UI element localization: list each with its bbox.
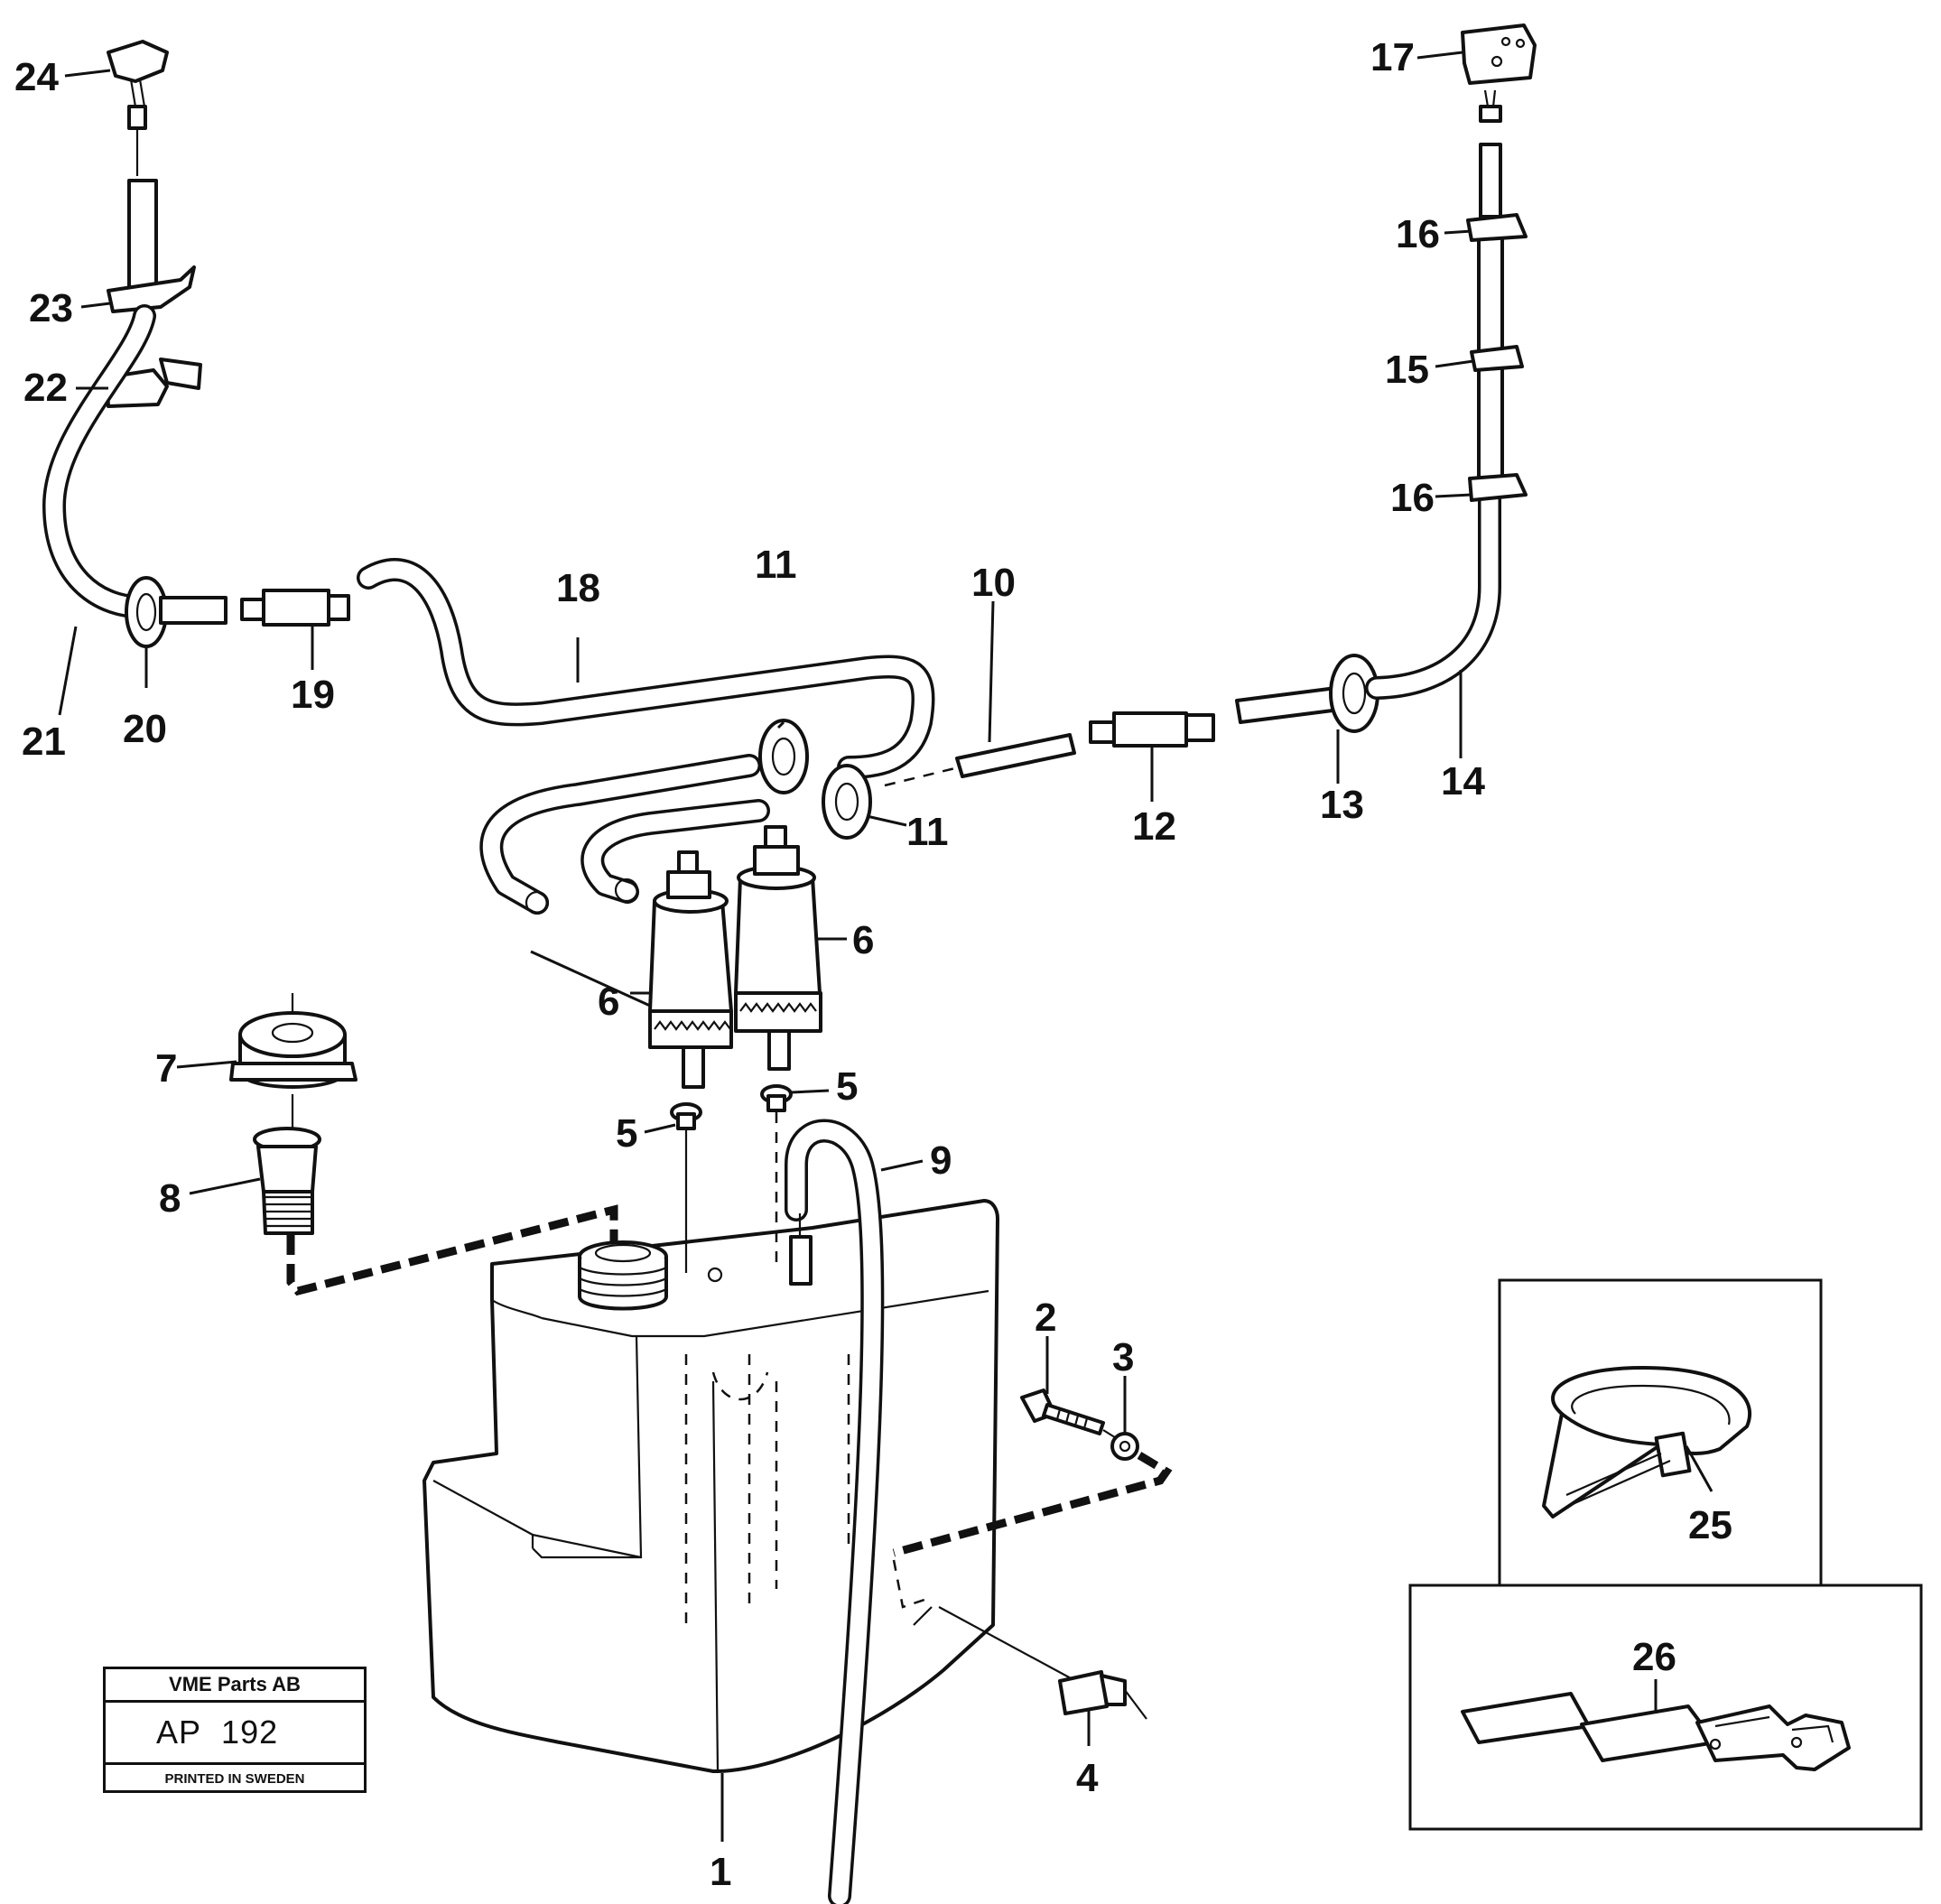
stamp-printed: PRINTED IN SWEDEN: [164, 1771, 305, 1787]
inset-cable-tie: [1498, 1278, 1823, 1587]
label-19: 19: [291, 673, 335, 717]
connector-12: [1089, 711, 1215, 748]
pump-6-right: [734, 825, 822, 1071]
label-9: 9: [930, 1138, 952, 1183]
stamp-company: VME Parts AB: [106, 1669, 364, 1703]
clip-16-lower: [1468, 473, 1528, 502]
callout-labels: 24 17 16 15 16 23 22 21 20 19 18 11 11 1…: [14, 35, 1732, 1894]
label-21: 21: [22, 720, 66, 764]
label-13: 13: [1320, 783, 1364, 827]
stamp-code-number: 192: [221, 1714, 279, 1751]
tube-10: [955, 733, 1076, 778]
cap-7: [229, 1011, 358, 1089]
tube-upper-left: [127, 179, 158, 291]
strap-26: [1461, 1692, 1851, 1771]
label-14: 14: [1441, 759, 1485, 803]
strainer-8: [253, 1127, 321, 1235]
screw-2: [1020, 1389, 1105, 1435]
label-7: 7: [155, 1046, 177, 1091]
inset-strap: [1408, 1584, 1923, 1831]
label-5-right: 5: [836, 1064, 858, 1109]
label-12: 12: [1132, 804, 1176, 849]
nozzle-17: [1461, 23, 1537, 85]
cable-tie-25: [1542, 1366, 1752, 1519]
label-26: 26: [1632, 1635, 1676, 1679]
label-2: 2: [1035, 1296, 1056, 1340]
label-22: 22: [23, 366, 68, 410]
label-1: 1: [710, 1850, 731, 1894]
stamp-code: AP 192: [106, 1703, 364, 1765]
label-10: 10: [971, 561, 1016, 605]
pump-6-left: [648, 850, 733, 1089]
label-23: 23: [29, 286, 73, 330]
label-18: 18: [556, 566, 600, 610]
clip-15: [1470, 345, 1524, 372]
tank-1: [423, 1199, 999, 1773]
leader-lines: [58, 51, 1713, 1842]
label-8: 8: [159, 1176, 181, 1221]
clip-23: [107, 265, 196, 313]
stamp-code-prefix: AP: [156, 1714, 202, 1751]
connector-19: [240, 589, 350, 627]
clip-16-upper: [1466, 213, 1528, 242]
seal-5-left: [670, 1102, 702, 1130]
label-3: 3: [1112, 1335, 1134, 1379]
label-20: 20: [123, 707, 167, 751]
clip-4: [1058, 1670, 1147, 1720]
label-15: 15: [1385, 348, 1429, 392]
label-11-lower: 11: [906, 810, 949, 854]
label-5-left: 5: [616, 1111, 637, 1156]
label-6-left: 6: [598, 980, 619, 1024]
document-stamp: VME Parts AB AP 192 PRINTED IN SWEDEN: [103, 1667, 367, 1793]
washer-3: [1110, 1432, 1139, 1461]
label-24: 24: [14, 55, 59, 99]
label-11-upper: 11: [755, 543, 797, 587]
nozzle-24: [107, 40, 169, 83]
label-16-upper: 16: [1396, 212, 1440, 256]
tube-13: [1235, 686, 1342, 724]
label-16-lower: 16: [1390, 476, 1435, 520]
label-25: 25: [1688, 1503, 1732, 1547]
label-6-right: 6: [852, 918, 874, 962]
label-17: 17: [1370, 35, 1415, 79]
label-4: 4: [1076, 1756, 1099, 1800]
grommet-11-upper: [758, 719, 809, 794]
seal-5-right: [760, 1084, 793, 1112]
left-nozzle-assembly: [105, 40, 202, 408]
right-upper-line: [1461, 23, 1537, 502]
grommet-11-lower: [822, 764, 872, 840]
